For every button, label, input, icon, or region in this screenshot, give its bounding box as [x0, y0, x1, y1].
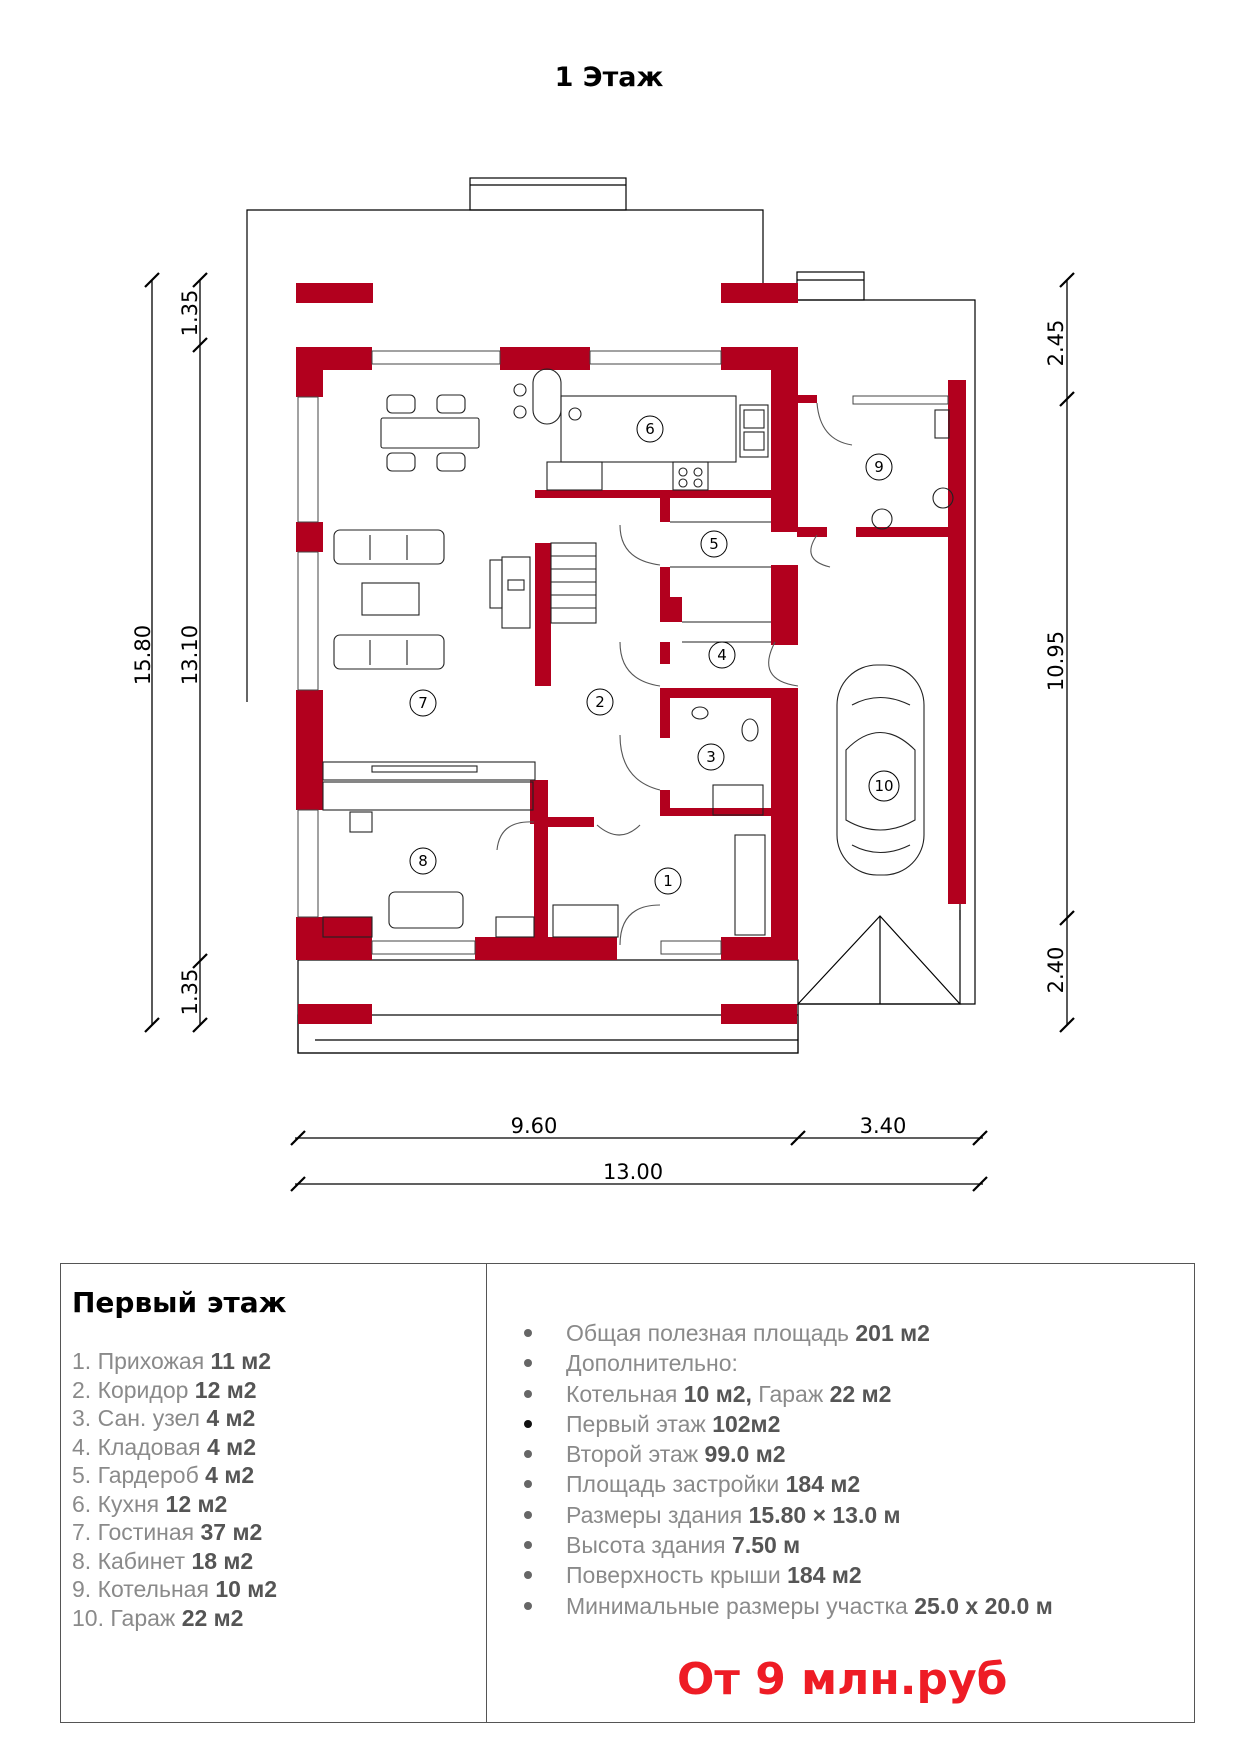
dim-total-width: 13.00	[603, 1160, 663, 1184]
furniture	[322, 368, 954, 946]
room-list-item: 1. Прихожая 11 м2	[72, 1348, 272, 1374]
room-list-item: 3. Сан. узел 4 м2	[72, 1405, 256, 1431]
room-list-item: 6. Кухня 12 м2	[72, 1490, 228, 1517]
room-10-label: 10	[868, 770, 900, 802]
info-table: Первый этаж 1. Прихожая 11 м2 2. Коридор…	[60, 1263, 1195, 1723]
bullet-icon	[524, 1450, 532, 1459]
room-list-item: 9. Котельная 10 м2	[72, 1576, 278, 1602]
bullet-icon	[524, 1480, 532, 1489]
room-1-label: 1	[654, 867, 682, 895]
floor-plan: 1 2 3 4 5 6 7 8 9 10 15.80 13.10 1.35 1.…	[131, 177, 1075, 1192]
bullet-icon	[524, 1389, 532, 1398]
room-7-number: 7	[418, 694, 428, 712]
spec-item: Дополнительно:	[516, 1348, 1186, 1378]
dimension-lines	[144, 272, 1075, 1192]
page-title: 1 Этаж	[554, 62, 664, 93]
windows	[297, 350, 949, 955]
spec-item: Площадь застройки 184 м2	[516, 1469, 1186, 1499]
room-list-item: 10. Гараж 22 м2	[72, 1604, 244, 1631]
room-3-label: 3	[697, 743, 725, 771]
room-list-item: 5. Гардероб 4 м2	[72, 1462, 255, 1488]
room-3-number: 3	[706, 748, 716, 766]
spec-item: Первый этаж 102м2	[516, 1409, 1186, 1439]
dim-right-middle: 10.95	[1044, 631, 1068, 691]
bullet-icon	[524, 1510, 532, 1519]
bullet-icon	[524, 1419, 532, 1428]
price-label: От 9 млн.руб	[677, 1654, 1008, 1705]
room-4-number: 4	[717, 646, 727, 664]
dim-right-bottom: 2.40	[1044, 947, 1068, 994]
bullet-icon	[524, 1601, 532, 1610]
spec-item: Общая полезная площадь 201 м2	[516, 1318, 1186, 1348]
walls	[296, 283, 966, 1024]
dim-total-height: 15.80	[131, 625, 155, 685]
table-divider	[486, 1264, 487, 1722]
room-list-item: 7. Гостиная 37 м2	[72, 1519, 263, 1545]
spec-item: Минимальные размеры участка 25.0 х 20.0 …	[516, 1591, 1186, 1621]
room-5-number: 5	[709, 535, 719, 553]
bullet-icon	[524, 1329, 532, 1337]
dim-width-main: 9.60	[511, 1114, 558, 1138]
bullet-icon	[524, 1541, 532, 1550]
room-8-label: 8	[409, 847, 437, 875]
dim-top-offset: 1.35	[178, 290, 202, 337]
floor-heading: Первый этаж	[72, 1286, 287, 1319]
room-list-item: 2. Коридор 12 м2	[72, 1376, 257, 1403]
room-5-label: 5	[700, 530, 728, 558]
room-1-number: 1	[663, 872, 673, 890]
room-list-panel: Первый этаж 1. Прихожая 11 м2 2. Коридор…	[72, 1274, 477, 1632]
bullet-icon	[524, 1571, 532, 1580]
room-list-item: 4. Кладовая 4 м2	[72, 1433, 256, 1460]
dim-right-top: 2.45	[1044, 320, 1068, 367]
room-2-number: 2	[595, 693, 605, 711]
room-list-item: 8. Кабинет 18 м2	[72, 1547, 254, 1574]
dim-inner-height: 13.10	[178, 625, 202, 685]
spec-item: Котельная 10 м2, Гараж 22 м2	[516, 1379, 1186, 1409]
room-6-label: 6	[636, 415, 664, 443]
spec-item: Второй этаж 99.0 м2	[516, 1439, 1186, 1469]
room-9-number: 9	[874, 458, 884, 476]
dim-bottom-offset: 1.35	[178, 969, 202, 1016]
dim-width-garage: 3.40	[860, 1114, 907, 1138]
room-8-number: 8	[418, 852, 428, 870]
room-6-number: 6	[645, 420, 655, 438]
spec-item: Поверхность крыши 184 м2	[516, 1560, 1186, 1590]
room-2-label: 2	[586, 688, 614, 716]
room-9-label: 9	[865, 453, 893, 481]
bullet-icon	[524, 1359, 532, 1368]
spec-item: Высота здания 7.50 м	[516, 1530, 1186, 1560]
room-4-label: 4	[708, 641, 736, 669]
room-labels: 1 2 3 4 5 6 7 8 9 10	[409, 415, 900, 895]
room-10-number: 10	[874, 777, 893, 795]
spec-item: Размеры здания 15.80 × 13.0 м	[516, 1500, 1186, 1530]
room-7-label: 7	[409, 689, 437, 717]
specs-panel: Общая полезная площадь 201 м2 Дополнител…	[516, 1318, 1186, 1621]
